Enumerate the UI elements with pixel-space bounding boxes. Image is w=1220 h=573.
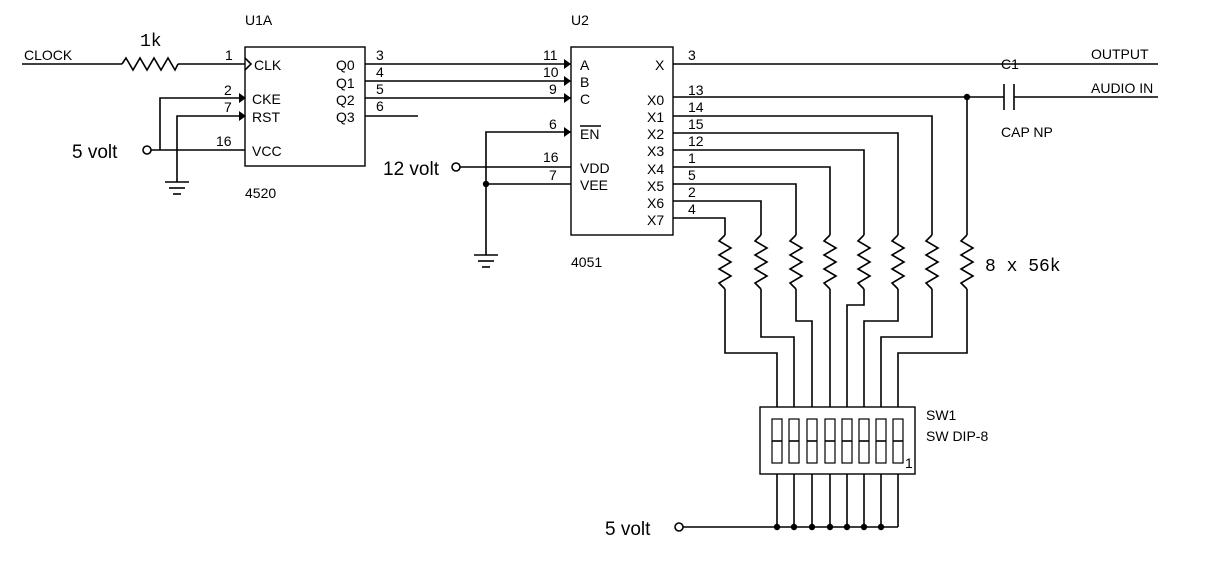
clock-net-label: CLOCK [24,47,73,63]
dip-levers [771,418,904,464]
audio-in-net-label: AUDIO IN [1091,80,1153,96]
clock-input-net: CLOCK 1k [22,32,245,72]
u2-pin-x4-num: 1 [688,150,696,166]
u2-ref: U2 [571,12,589,28]
u2-pin-vee-num: 7 [549,167,557,183]
u2-pin-x3-num: 12 [688,133,704,149]
twelve-volt-net: 12 volt [383,127,571,268]
sw1-type: SW DIP-8 [926,428,988,444]
u2-pin-c-name: C [580,91,590,107]
u2-pin-x1-name: X1 [647,109,664,125]
u1-ref: U1A [245,12,273,28]
u2-pin-x4-name: X4 [647,161,664,177]
five-volt-bottom-net: 5 volt [605,474,899,540]
u1-pin-cke-name: CKE [252,91,281,107]
switch-common-wires [773,474,899,531]
u1-pin-vcc-name: VCC [252,143,282,159]
resistor-r2 [753,234,769,290]
ground-symbol-left [165,181,189,195]
resistor-r7 [924,234,940,290]
resistor-r5 [856,234,872,290]
u2-pin-x0-num: 13 [688,82,704,98]
chip-4520: U1A 4520 CLK 1 CKE 2 RST 7 VCC 16 Q0 Q1 … [216,12,384,201]
sw1-ref: SW1 [926,407,957,423]
u2-pin-x3-name: X3 [647,143,664,159]
twelve-volt-terminal [451,162,461,172]
resistor-r8 [959,234,975,290]
resistor-1k-value: 1k [140,32,162,52]
u1-pin-q1-name: Q1 [336,75,355,91]
u1-pin-q2-num: 5 [376,81,384,97]
u2-pin-c-num: 9 [549,81,557,97]
u1-pin-rst-num: 7 [224,99,232,115]
u2-pin-x-num: 3 [688,47,696,63]
u2-pin-x6-num: 2 [688,184,696,200]
resistor-r3 [788,234,804,290]
u1-pin-cke-num: 2 [224,82,232,98]
u1-pin-clk-name: CLK [254,57,282,73]
u2-pin-x2-name: X2 [647,126,664,142]
u2-pin-x2-num: 15 [688,116,704,132]
u1-pin-clk-num: 1 [225,47,233,63]
u2-pin-en-name: EN [580,126,599,142]
u2-pin-x7-num: 4 [688,201,696,217]
u2-pin-b-name: B [580,74,589,90]
chip-4051: U2 4051 A 11 B 10 C 9 EN 6 VDD 16 VEE 7 … [543,12,704,270]
u2-pin-a-name: A [580,57,590,73]
output-net-label: OUTPUT [1091,46,1149,62]
resistor-r6 [890,234,906,290]
five-volt-left-label: 5 volt [72,142,118,163]
u1-pin-q0-num: 3 [376,47,384,63]
five-volt-left-terminal [142,145,152,155]
u1-pin-q1-num: 4 [376,64,384,80]
counter-to-mux-bus [365,59,571,117]
u1-pin-vcc-num: 16 [216,133,232,149]
u2-pin-vee-name: VEE [580,177,608,193]
dip-switch-sw1: 1 SW1 SW DIP-8 [759,406,988,475]
u2-part: 4051 [571,254,602,270]
resistor-r1 [717,234,733,290]
five-volt-bottom-terminal [674,522,684,532]
u2-pin-b-num: 10 [543,64,559,80]
output-net: OUTPUT [673,46,1158,65]
resistor-network-label: 8 x 56k [985,257,1061,277]
u2-pin-vdd-num: 16 [543,149,559,165]
u1-pin-rst-name: RST [252,109,280,125]
u1-pin-q3-num: 6 [376,98,384,114]
c1-type: CAP NP [1001,124,1053,140]
u1-pin-q2-name: Q2 [336,92,355,108]
capacitor-c1 [1003,84,1015,110]
audio-in-net: C1 CAP NP AUDIO IN [673,56,1158,140]
sw1-pin1-label: 1 [905,455,913,471]
u2-pin-en-num: 6 [549,116,557,132]
ground-symbol-u2 [474,254,498,268]
u2-pin-vdd-name: VDD [580,160,610,176]
u1-pin-q0-name: Q0 [336,57,355,73]
twelve-volt-label: 12 volt [383,159,440,180]
u2-pin-a-num: 11 [543,47,558,63]
resistor-r4 [822,234,838,290]
u2-pin-x6-name: X6 [647,195,664,211]
u2-pin-x1-num: 14 [688,99,704,115]
u2-pin-x-name: X [655,57,665,73]
u2-pin-x5-name: X5 [647,178,664,194]
mux-channel-wires [673,97,968,235]
u2-pin-x5-num: 5 [688,167,696,183]
resistor-to-switch-wires [724,289,968,407]
five-volt-bottom-label: 5 volt [605,519,651,540]
resistor-network-8x56k: 8 x 56k [717,234,1061,290]
five-volt-left-net: 5 volt [72,93,246,195]
c1-ref: C1 [1001,56,1019,72]
resistor-1k [121,56,179,72]
u2-pin-x0-name: X0 [647,92,664,108]
u1-pin-q3-name: Q3 [336,109,355,125]
u2-pin-x7-name: X7 [647,212,664,228]
u1-part: 4520 [245,185,276,201]
